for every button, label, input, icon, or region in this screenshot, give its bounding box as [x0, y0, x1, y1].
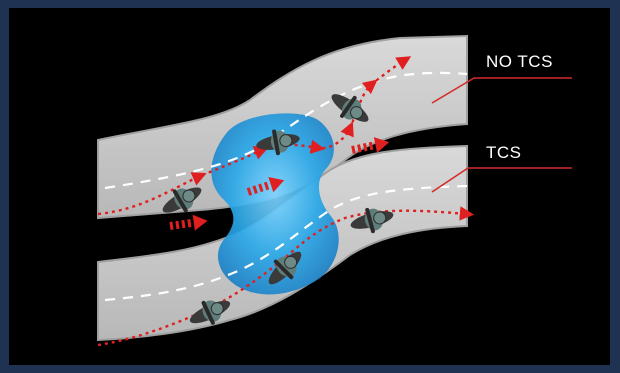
speed-arrow-icon	[169, 213, 209, 234]
no-tcs-label: NO TCS	[486, 52, 553, 72]
tcs-label: TCS	[486, 143, 522, 163]
